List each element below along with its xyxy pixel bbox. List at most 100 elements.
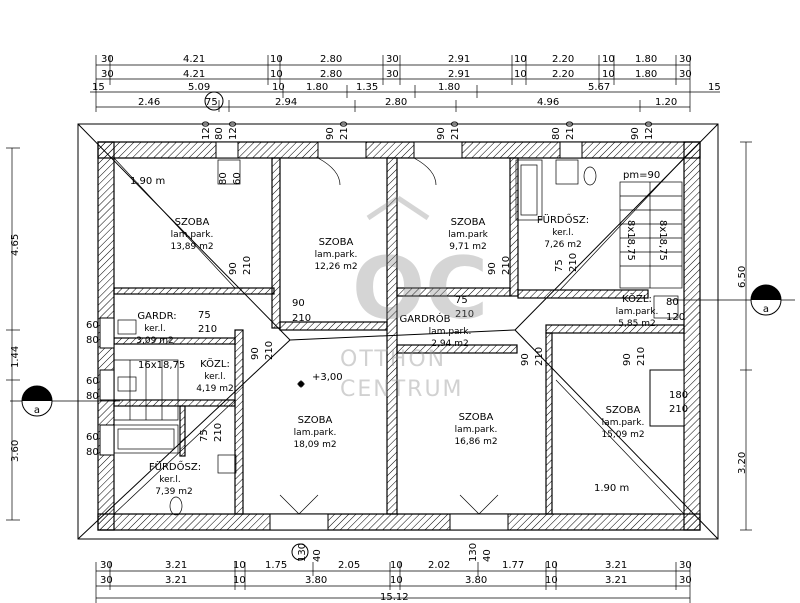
dim-bottom-r1: 30 bbox=[679, 560, 692, 571]
stair-label: 16x18,75 bbox=[138, 360, 185, 371]
watermark-logo: OC bbox=[352, 195, 488, 339]
dim-top-r3-3: 1.80 bbox=[306, 82, 328, 93]
opening-label: 90 bbox=[325, 127, 336, 140]
opening-label: 180 bbox=[669, 390, 688, 401]
opening-label: 210 bbox=[455, 309, 474, 320]
dim-top-r4-1: 75 bbox=[205, 97, 218, 108]
section-mark-right: a bbox=[763, 304, 769, 315]
dim-top-r3-4: 1.35 bbox=[356, 82, 378, 93]
opening-label: 80 bbox=[218, 172, 229, 185]
top-dimension-lines: 30 4.21 10 2.80 30 2.91 10 2.20 10 1.80 … bbox=[90, 54, 721, 112]
opening-label: 210 bbox=[565, 121, 576, 140]
opening-label: 80 bbox=[666, 297, 679, 308]
room-floor: lam.park. bbox=[455, 425, 498, 435]
opening-label: 80 bbox=[86, 335, 99, 346]
room-name: KÖZL: bbox=[622, 292, 652, 305]
right-dimension-lines: 6.50 3.20 a bbox=[670, 141, 795, 531]
stair-label: 8x18,75 bbox=[657, 220, 668, 261]
toilet-icon bbox=[583, 166, 597, 186]
dim-top-r3-7: 15 bbox=[708, 82, 721, 93]
dim-top-r3-2: 10 bbox=[272, 82, 285, 93]
dim-top-r4-2: 2.94 bbox=[275, 97, 297, 108]
stair-label: pm=90 bbox=[623, 170, 660, 181]
room-area: 2,94 m2 bbox=[431, 339, 468, 349]
dim-top-r4-5: 1.20 bbox=[655, 97, 677, 108]
sink-icon bbox=[217, 454, 237, 474]
dim-bottom-r1: 3.21 bbox=[165, 560, 187, 571]
dim-bottom-r2: 3.80 bbox=[465, 575, 487, 586]
room-area: 7,39 m2 bbox=[155, 487, 192, 497]
dim-top-r2-10: 30 bbox=[679, 69, 692, 80]
room-floor: ker.l. bbox=[204, 372, 226, 382]
dim-top-r2-7: 2.20 bbox=[552, 69, 574, 80]
dim-bottom-r1: 1.75 bbox=[265, 560, 287, 571]
sink-icon bbox=[117, 376, 137, 392]
dim-top-r2-2: 10 bbox=[270, 69, 283, 80]
toilet-icon bbox=[169, 496, 183, 516]
opening-label: 90 bbox=[250, 347, 261, 360]
opening-label: 90 bbox=[520, 353, 531, 366]
opening-label: 90 bbox=[630, 127, 641, 140]
sink-icon bbox=[555, 159, 579, 185]
house-roof-icon bbox=[366, 195, 430, 221]
opening-label: 210 bbox=[636, 347, 647, 366]
sink-icon bbox=[217, 159, 241, 185]
stair-label: 8x18,75 bbox=[625, 220, 636, 261]
watermark-text: CENTRUM bbox=[340, 377, 464, 402]
opening-label: 80 bbox=[86, 391, 99, 402]
dim-left: 4.65 bbox=[10, 234, 21, 256]
room-area: 12,26 m2 bbox=[314, 262, 357, 272]
room-floor: lam.park. bbox=[171, 230, 214, 240]
opening-label: 210 bbox=[292, 313, 311, 324]
bathtub-icon bbox=[515, 159, 543, 221]
room-floor: ker.l. bbox=[159, 475, 181, 485]
dim-bottom-r1: 10 bbox=[390, 560, 403, 571]
opening-label: 210 bbox=[568, 253, 579, 272]
opening-label: 90 bbox=[228, 262, 239, 275]
level-label: +3,00 bbox=[312, 372, 343, 383]
room-floor: ker.l. bbox=[552, 228, 574, 238]
room-area: 9,71 m2 bbox=[449, 242, 486, 252]
room-floor: ker.l. bbox=[144, 324, 166, 334]
dim-top-r1-3: 2.80 bbox=[320, 54, 342, 65]
room-area: 16,86 m2 bbox=[454, 437, 497, 447]
dim-bottom-r1: 2.02 bbox=[428, 560, 450, 571]
watermark-logo-text: OC bbox=[352, 239, 488, 339]
opening-label: 210 bbox=[198, 324, 217, 335]
opening-label: 80 bbox=[86, 447, 99, 458]
sink-icon bbox=[117, 319, 137, 335]
dim-top-r2-0: 30 bbox=[101, 69, 114, 80]
dim-bottom-r1: 3.21 bbox=[605, 560, 627, 571]
opening-label: 210 bbox=[534, 347, 545, 366]
top-openings bbox=[99, 141, 685, 531]
opening-label: 75 bbox=[554, 259, 565, 272]
room-name: SZOBA bbox=[459, 412, 494, 423]
opening-label: 75 bbox=[198, 310, 211, 321]
opening-label: 75 bbox=[199, 429, 210, 442]
opening-label: 90 bbox=[487, 262, 498, 275]
fixtures bbox=[113, 159, 679, 516]
dim-top-r3-6: 5.67 bbox=[588, 82, 610, 93]
opening-label: 60 bbox=[86, 376, 99, 387]
room-area: 5,85 m2 bbox=[618, 319, 655, 329]
dim-bottom-r2: 30 bbox=[679, 575, 692, 586]
room-name: SZOBA bbox=[606, 405, 641, 416]
dim-right: 6.50 bbox=[737, 266, 748, 288]
room-name: GARDR: bbox=[137, 311, 176, 322]
dim-top-r2-9: 1.80 bbox=[635, 69, 657, 80]
opening-label: 120 bbox=[228, 121, 239, 140]
opening-label: 90 bbox=[292, 298, 305, 309]
room-name: SZOBA bbox=[451, 217, 486, 228]
section-marker-circle bbox=[204, 91, 224, 111]
stairs-left bbox=[114, 359, 179, 421]
dim-bottom-r2: 3.21 bbox=[165, 575, 187, 586]
left-dimension-lines: 4.65 1.44 3.60 a bbox=[6, 147, 120, 521]
dim-top-r1-6: 10 bbox=[514, 54, 527, 65]
opening-label: 80 bbox=[214, 127, 225, 140]
opening-label: 210 bbox=[264, 341, 275, 360]
dim-bottom-r1: 10 bbox=[233, 560, 246, 571]
dim-top-r1-4: 30 bbox=[386, 54, 399, 65]
dim-left: 3.60 bbox=[10, 440, 21, 462]
room-area: 15,09 m2 bbox=[601, 430, 644, 440]
